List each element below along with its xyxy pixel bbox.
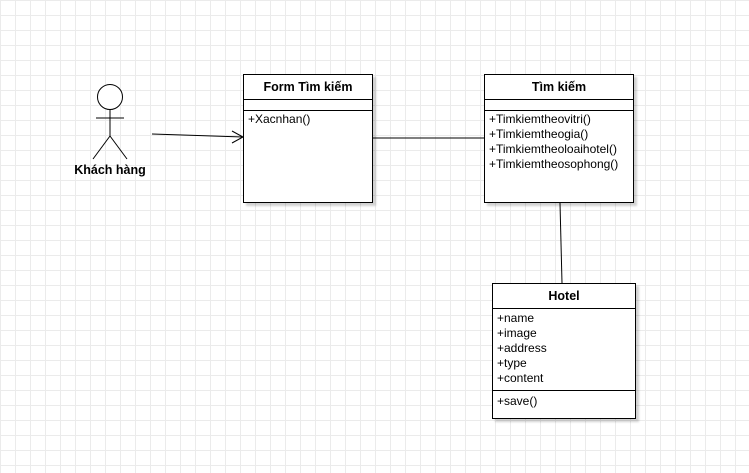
attribute-item: +type [497, 356, 527, 370]
method-item: +Xacnhan() [248, 112, 311, 126]
methods-section: +save() [493, 391, 635, 412]
class-name: Form Tìm kiếm [244, 75, 372, 100]
class-name: Hotel [493, 284, 635, 309]
association-actor-form[interactable] [151, 130, 245, 144]
attribute-item: +content [497, 371, 544, 385]
attributes-section [485, 100, 633, 111]
actor-figure[interactable] [92, 84, 128, 160]
actor-label: Khách hàng [74, 163, 146, 177]
method-item: +Timkiemtheoloaihotel() [489, 142, 617, 156]
attributes-section: +name +image +address +type +content [493, 309, 635, 391]
method-item: +Timkiemtheosophong() [489, 157, 619, 171]
actor-head [97, 84, 123, 110]
association-line [151, 133, 244, 138]
attribute-item: +name [497, 311, 535, 325]
methods-section: +Xacnhan() [244, 111, 372, 129]
class-hotel[interactable]: Hotel +name +image +address +type +conte… [492, 283, 636, 419]
attributes-section [244, 100, 372, 111]
class-tim-kiem[interactable]: Tìm kiếm +Timkiemtheovitri() +Timkiemthe… [484, 74, 634, 203]
method-item: +Timkiemtheovitri() [489, 112, 591, 126]
attribute-item: +image [497, 326, 537, 340]
class-form-tim-kiem[interactable]: Form Tìm kiếm +Xacnhan() [243, 74, 373, 203]
attribute-item: +address [497, 341, 547, 355]
class-name: Tìm kiếm [485, 75, 633, 100]
actor-right-leg [109, 135, 128, 160]
method-item: +save() [497, 394, 538, 408]
methods-section: +Timkiemtheovitri() +Timkiemtheogia() +T… [485, 111, 633, 174]
method-item: +Timkiemtheogia() [489, 127, 589, 141]
association-search-hotel[interactable] [559, 202, 563, 284]
actor-left-leg [92, 135, 111, 160]
